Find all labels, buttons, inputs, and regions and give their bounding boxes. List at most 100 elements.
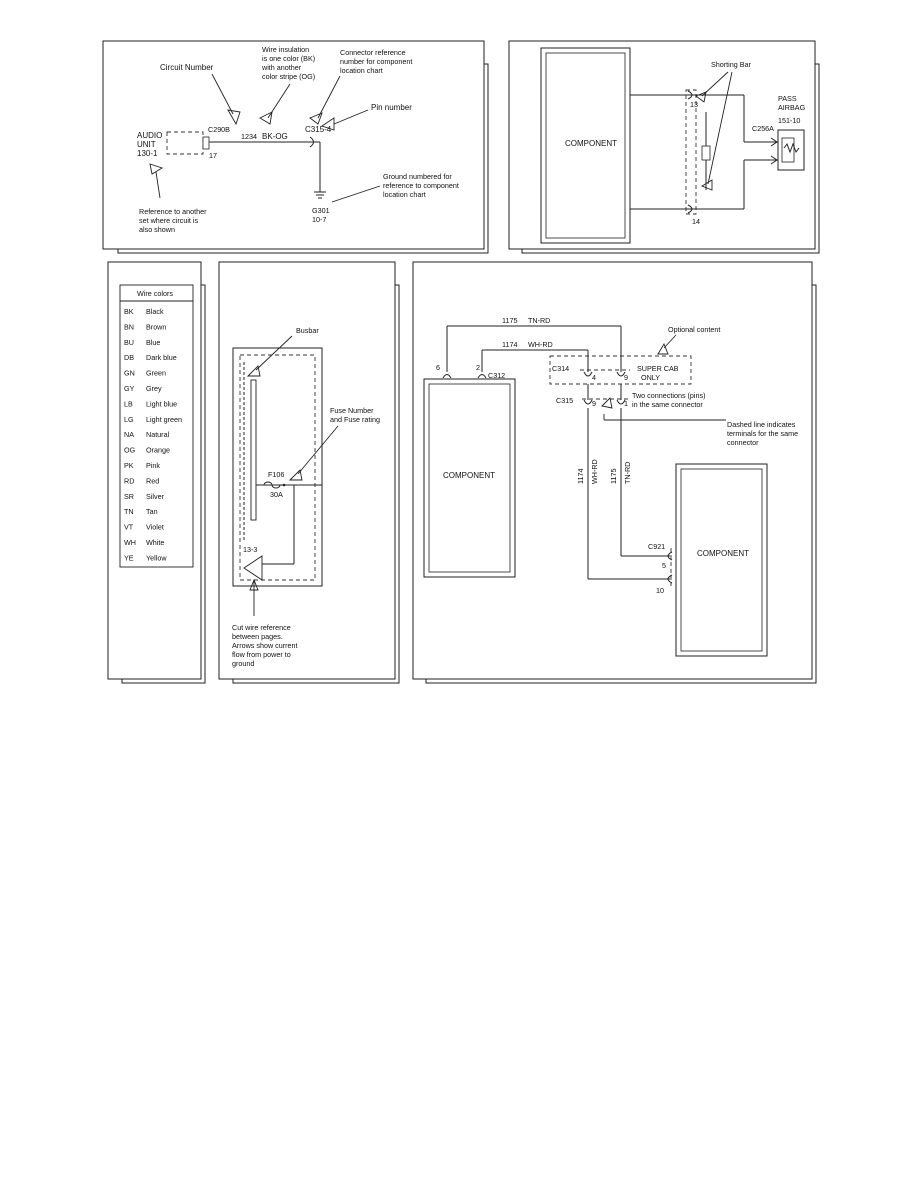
connector-c290b: C290B	[208, 125, 230, 134]
wire-color-name: Orange	[146, 446, 170, 455]
audio-unit-box	[166, 131, 204, 155]
wire1-circuit: 1175	[502, 316, 517, 325]
wire2-color: WH-RD	[528, 340, 553, 349]
dashed-line-label: Dashed line indicates terminals for the …	[727, 420, 800, 447]
pass-airbag-label: PASS AIRBAG 151-10	[778, 94, 807, 125]
super-cab-label: SUPER CAB ONLY	[637, 364, 681, 382]
c315-pin-1: 1	[624, 399, 628, 408]
fuse-number-label: Fuse Number and Fuse rating	[330, 406, 380, 424]
wire-color-name: Red	[146, 476, 159, 485]
wire-color-code: RD	[124, 476, 134, 485]
pin-14: 14	[692, 217, 700, 226]
shorting-bar-label: Shorting Bar	[711, 60, 752, 69]
c314-pin-4: 4	[592, 373, 596, 382]
wire-color-code: LB	[124, 399, 133, 408]
wire-color-code: WH	[124, 538, 136, 547]
wire-color-name: Grey	[146, 384, 162, 393]
ground-g301: G301 10-7	[312, 206, 332, 224]
wire-color-name: Blue	[146, 338, 160, 347]
circuit-number-label: Circuit Number	[160, 63, 214, 72]
c921-pin-10: 10	[656, 586, 664, 595]
wire-color-code: GN	[124, 369, 135, 378]
component-right-label: COMPONENT	[697, 549, 749, 558]
wire-color-name: Pink	[146, 461, 160, 470]
connector-c921: C921	[648, 542, 665, 551]
ground-label: Ground numbered for reference to compone…	[383, 172, 461, 199]
wire-color-code: BU	[124, 338, 134, 347]
two-connections-label: Two connections (pins) in the same conne…	[632, 391, 708, 409]
connector-reference-label: Connector reference number for component…	[340, 48, 414, 75]
busbar-label: Busbar	[296, 326, 319, 335]
wire-color-code: GY	[124, 384, 135, 393]
pass-airbag-box	[777, 129, 805, 171]
component-right-box	[675, 463, 768, 657]
component-left-label: COMPONENT	[443, 471, 495, 480]
wire-color-code: YE	[124, 553, 134, 562]
wire-color-code: NA	[124, 430, 134, 439]
fuse-rating-30a: 30A	[270, 490, 283, 499]
vertical-tn-rd: TN-RD	[623, 462, 632, 484]
wire-color-name: Tan	[146, 507, 158, 516]
reference-label: Reference to another set where circuit i…	[139, 207, 209, 234]
wire-color-code: LG	[124, 415, 134, 424]
fuse-box-outer	[232, 347, 323, 587]
wire-color-name: White	[146, 538, 164, 547]
fuse-f106: F106	[268, 470, 284, 479]
optional-content-label: Optional content	[668, 325, 720, 334]
wire1-color: TN-RD	[528, 316, 550, 325]
pin-13: 13	[690, 100, 698, 109]
connector-c312: C312	[488, 371, 505, 380]
connector-c314: C314	[552, 364, 569, 373]
wire-colors-title: Wire colors	[137, 289, 173, 298]
vertical-wh-rd: WH-RD	[590, 459, 599, 484]
connector-c315: C315	[556, 396, 573, 405]
cut-wire-label: Cut wire reference between pages. Arrows…	[232, 623, 300, 668]
cut-wire-arrow	[243, 555, 263, 581]
vertical-1175: 1175	[609, 469, 618, 484]
panel-shorting-bar: COMPONENT 13 14 Shorting Bar C256A PASS …	[508, 40, 820, 254]
circuit-1234: 1234	[241, 132, 257, 141]
wire-color-code: SR	[124, 492, 134, 501]
wire-color-name: Natural	[146, 430, 170, 439]
pin-number-label: Pin number	[371, 103, 412, 112]
wire-colors-table	[119, 284, 194, 568]
wire-color-code: BK	[124, 307, 134, 316]
wire-color-code: BN	[124, 322, 134, 331]
wire-color-code: PK	[124, 461, 134, 470]
panel-circuit-example: Circuit Number Wire insulation is one co…	[102, 40, 489, 254]
cut-ref-13-3: 13-3	[243, 545, 257, 554]
vertical-1174: 1174	[576, 469, 585, 484]
wire-color-code: DB	[124, 353, 134, 362]
wire-color-name: Light green	[146, 415, 182, 424]
wire-color-name: Brown	[146, 322, 166, 331]
wire-color-name: Violet	[146, 523, 164, 532]
busbar	[250, 379, 257, 521]
component-box-outer	[540, 47, 631, 244]
audio-unit-label: AUDIO UNIT 130-1	[137, 131, 165, 158]
wire-color-code: OG	[124, 446, 136, 455]
wire-color-bk-og: BK-OG	[262, 132, 288, 141]
panel-busbar: F106 30A Busbar Fuse Number and Fuse rat…	[218, 261, 400, 684]
wire-color-name: Silver	[146, 492, 165, 501]
c314-pin-9: 9	[624, 373, 628, 382]
component-left-box	[423, 378, 516, 578]
wire-color-name: Green	[146, 369, 166, 378]
wire-color-name: Yellow	[146, 553, 167, 562]
wire-insulation-label: Wire insulation is one color (BK) with a…	[261, 45, 317, 81]
wire-color-name: Dark blue	[146, 353, 177, 362]
c921-pin-5: 5	[662, 561, 666, 570]
pin-2: 2	[476, 363, 480, 372]
connector-c315-4: C315-4	[305, 125, 332, 134]
c315-pin-9: 9	[592, 399, 596, 408]
wire-color-code: VT	[124, 523, 134, 532]
connector-c256a: C256A	[752, 124, 774, 133]
wire2-circuit: 1174	[502, 340, 517, 349]
wire-color-code: TN	[124, 507, 134, 516]
wire-color-name: Light blue	[146, 399, 177, 408]
pin-6: 6	[436, 363, 440, 372]
panel-optional-content: 1175 TN-RD 1174 WH-RD 6 2 C312 COMPONENT…	[412, 261, 817, 684]
component-label: COMPONENT	[565, 139, 617, 148]
